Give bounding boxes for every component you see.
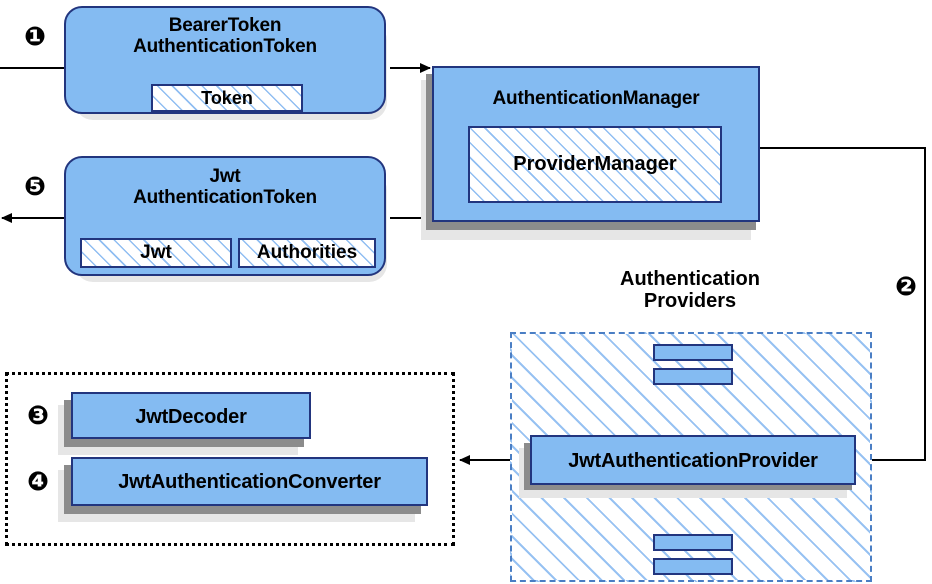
- provider-bar-bottom-1: [653, 534, 733, 551]
- jwt-token-compartment-jwt-label: Jwt: [140, 242, 172, 263]
- node-authentication-manager[interactable]: AuthenticationManager ProviderManager: [432, 66, 760, 222]
- authentication-manager-compartment-label: ProviderManager: [513, 153, 677, 175]
- node-jwt-authentication-token[interactable]: Jwt AuthenticationToken Jwt Authorities: [64, 156, 386, 276]
- bearer-token-compartment-token-label: Token: [201, 87, 253, 108]
- jwt-token-compartment-authorities-label: Authorities: [256, 242, 358, 263]
- bearer-token-compartment-token: Token: [151, 84, 303, 112]
- provider-bar-top-2: [653, 368, 733, 385]
- node-jwt-authentication-converter[interactable]: JwtAuthenticationConverter: [71, 457, 428, 506]
- step-marker-3: ❸: [27, 401, 50, 431]
- bearer-token-title: BearerToken AuthenticationToken: [133, 15, 317, 58]
- node-bearer-token-authentication-token[interactable]: BearerToken AuthenticationToken Token: [64, 6, 386, 114]
- authentication-manager-title: AuthenticationManager: [492, 88, 700, 109]
- jwt-token-compartment-jwt: Jwt: [80, 238, 232, 268]
- provider-bar-bottom-2: [653, 558, 733, 575]
- authentication-manager-compartment-provider-manager: ProviderManager: [468, 126, 722, 203]
- jwt-token-compartment-authorities: Authorities: [238, 238, 376, 268]
- step-marker-4: ❹: [27, 467, 50, 497]
- group-support-components: [5, 372, 455, 546]
- jwt-authentication-converter-title: JwtAuthenticationConverter: [118, 471, 381, 493]
- jwt-authentication-provider-title: JwtAuthenticationProvider: [568, 450, 818, 472]
- step-marker-1: ❶: [24, 22, 47, 52]
- node-jwt-decoder[interactable]: JwtDecoder: [71, 392, 311, 439]
- node-jwt-authentication-provider[interactable]: JwtAuthenticationProvider: [530, 435, 856, 485]
- step-marker-2: ❷: [895, 272, 918, 302]
- jwt-decoder-title: JwtDecoder: [135, 406, 247, 428]
- arrow-manager-to-provider: [760, 147, 926, 465]
- provider-bar-top-1: [653, 344, 733, 361]
- authentication-providers-label: Authentication Providers: [620, 268, 760, 313]
- step-marker-5: ❺: [24, 172, 47, 202]
- jwt-authentication-token-title: Jwt AuthenticationToken: [133, 166, 317, 209]
